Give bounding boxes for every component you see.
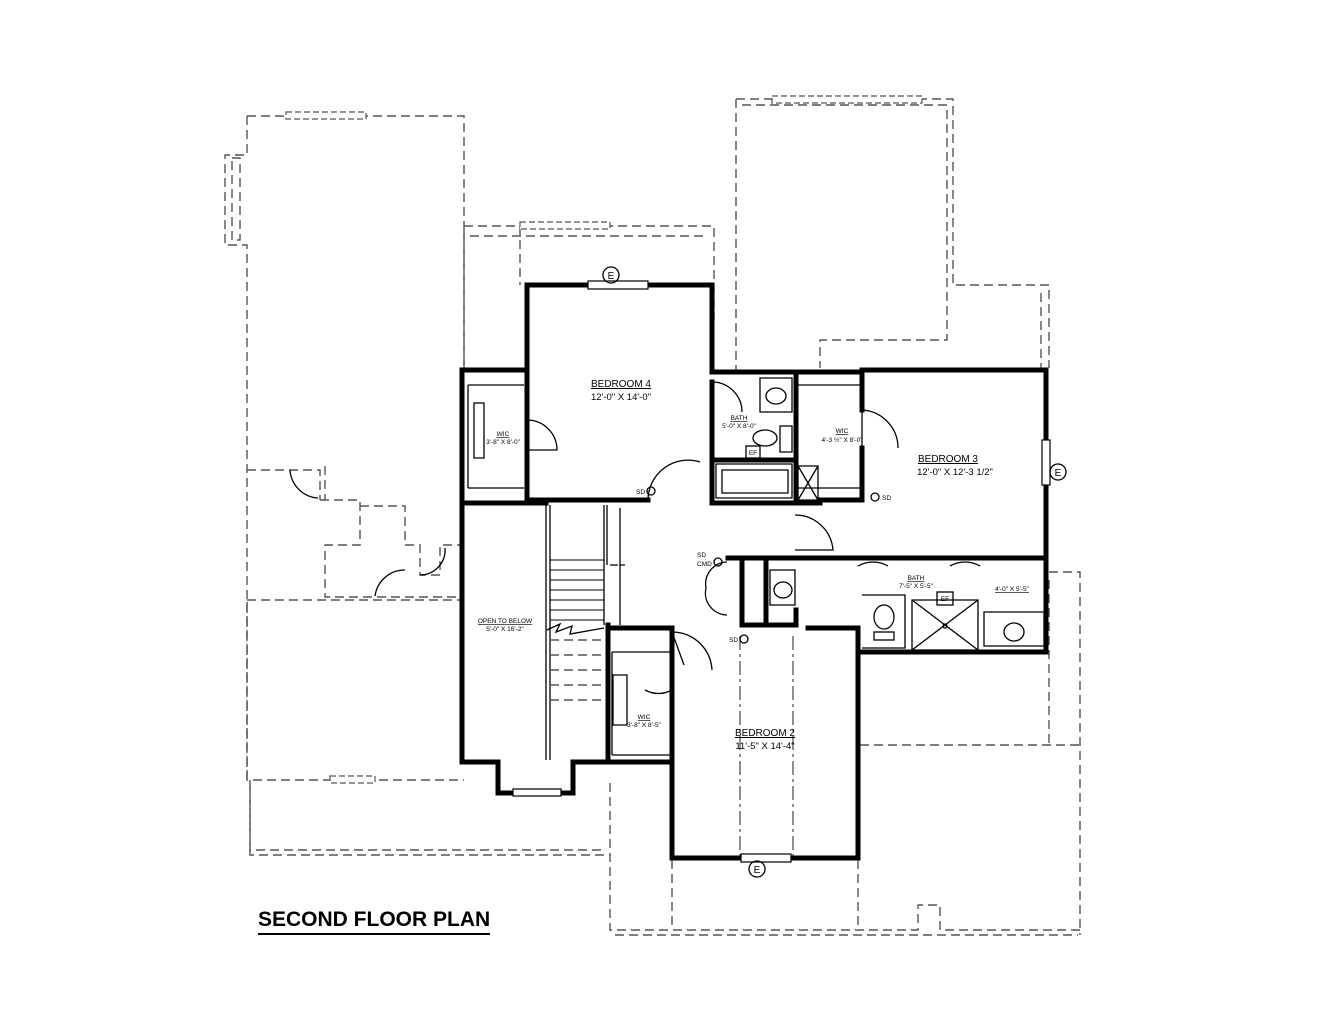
exhaust-fans: EF EF — [745, 445, 954, 606]
bedroom2-name: BEDROOM 2 — [735, 728, 795, 739]
wic-left-name: WIC — [497, 431, 510, 438]
cmd-label-hall: CMD — [697, 561, 712, 568]
sd-label-bedroom2: SD — [729, 637, 738, 644]
bedroom4-size: 12'-0" X 14'-0" — [591, 392, 651, 403]
windows — [285, 95, 1051, 863]
egress-label-bottom: E — [754, 865, 761, 876]
sd-label-bedroom3: SD — [882, 495, 891, 502]
smoke-detector-icons — [646, 486, 880, 644]
bedroom4-name: BEDROOM 4 — [591, 379, 651, 390]
wic-lower-name: WIC — [638, 714, 651, 721]
door-swings — [526, 381, 981, 695]
staircase — [545, 505, 618, 760]
open-to-below-size: 5'-0" X 16'-2" — [486, 626, 524, 633]
bath-lower-name: BATH — [908, 575, 925, 582]
wall-details — [467, 377, 1045, 756]
bedroom3-name: BEDROOM 3 — [918, 454, 978, 465]
ef-label-lower: EF — [941, 596, 949, 603]
wic-middle-size: 4'-3 ½" X 8'-0" — [821, 436, 863, 444]
second-floor-walls — [459, 282, 1049, 861]
bedroom2-size: 11'-5" X 14'-4" — [735, 741, 794, 752]
wic-left-size: 3'-8" X 8'-0" — [486, 439, 521, 446]
open-to-below-name: OPEN TO BELOW — [478, 618, 533, 625]
plumbing-fixtures — [752, 387, 1025, 642]
wic-lower-size: 3'-8" X 8'-5" — [627, 722, 662, 729]
bath-upper-size: 5'-0" X 8'-0" — [722, 423, 757, 430]
sd-label-hall: SD — [697, 552, 706, 559]
bedroom3-size: 12'-0" X 12'-3 1/2" — [917, 467, 993, 478]
lower-floor-outline — [224, 98, 1081, 936]
ef-label-upper: EF — [749, 450, 757, 457]
bath-upper-name: BATH — [731, 415, 748, 422]
wic-middle-name: WIC — [836, 428, 849, 435]
bath-lower-size: 7'-5" X 5'-5" — [899, 583, 934, 590]
egress-markers: E E E — [602, 266, 1067, 878]
egress-label-right: E — [1055, 468, 1062, 479]
sd-label-bedroom4: SD — [636, 489, 645, 496]
egress-label-top: E — [608, 271, 615, 282]
plan-title: SECOND FLOOR PLAN — [258, 908, 491, 935]
closet-right-size: 4'-0" X 5'-5" — [995, 586, 1030, 593]
